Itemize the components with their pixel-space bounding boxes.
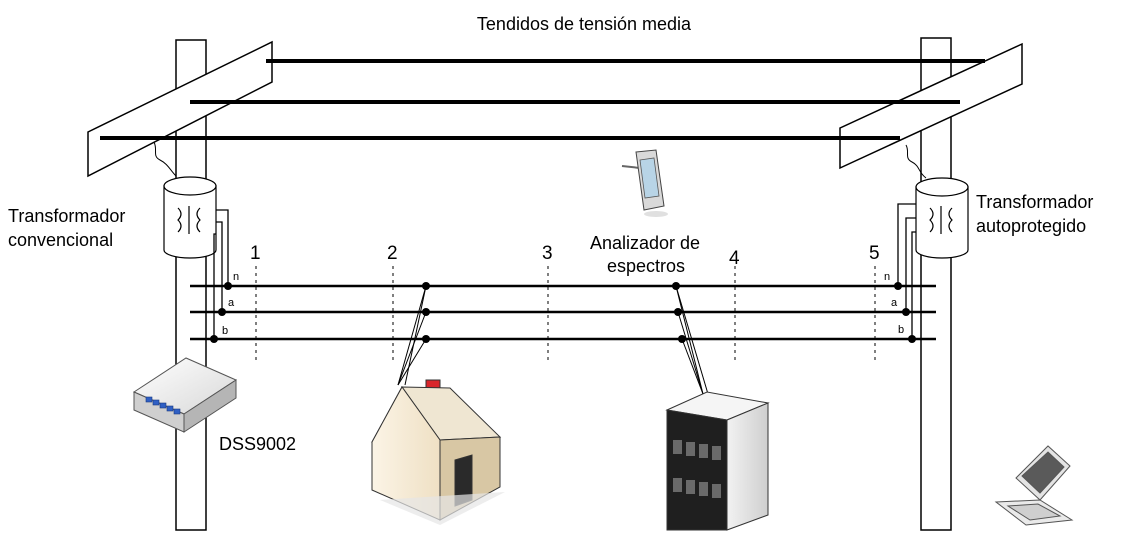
left-transformer-label-line1: Transformador (8, 206, 125, 226)
low-voltage-lines (190, 284, 936, 341)
right-phase-a-label: a (891, 297, 898, 309)
house-service-drop (397, 285, 427, 386)
laptop-icon (994, 445, 1074, 526)
house-icon (371, 379, 505, 525)
right-neutral-label: n (884, 271, 890, 283)
right-drop-wire (905, 144, 927, 179)
left-phase-b-label: b (222, 325, 228, 337)
measure-lines (255, 266, 876, 362)
measure-point-5: 5 (869, 243, 880, 264)
analyzer-label-line1: Analizador de (590, 233, 700, 253)
measure-point-1: 1 (250, 243, 261, 264)
analyzer-label-line2: espectros (607, 256, 685, 276)
diagram-title: Tendidos de tensión media (477, 14, 692, 34)
building-service-drop (675, 285, 709, 395)
left-crossarm (87, 40, 273, 178)
medium-voltage-wires (100, 59, 985, 140)
right-transformer-leads (897, 203, 916, 340)
left-phase-a-label: a (228, 297, 235, 309)
measure-point-2: 2 (387, 243, 398, 264)
measure-point-4: 4 (729, 248, 740, 269)
right-transformer-label-line1: Transformador (976, 192, 1093, 212)
dss9002-device-icon (132, 357, 238, 433)
left-transformer (163, 176, 217, 259)
dss9002-label: DSS9002 (219, 434, 296, 454)
left-transformer-leads (213, 209, 229, 340)
spectrum-analyzer-device (621, 149, 668, 217)
building-icon (665, 391, 770, 531)
left-drop-wire (153, 141, 177, 177)
measure-point-3: 3 (542, 243, 553, 264)
junction-dots (210, 282, 916, 343)
right-transformer-label-line2: autoprotegido (976, 216, 1086, 236)
right-phase-b-label: b (898, 324, 904, 336)
left-neutral-label: n (233, 271, 239, 283)
right-transformer (915, 177, 969, 259)
left-transformer-label-line2: convencional (8, 230, 113, 250)
